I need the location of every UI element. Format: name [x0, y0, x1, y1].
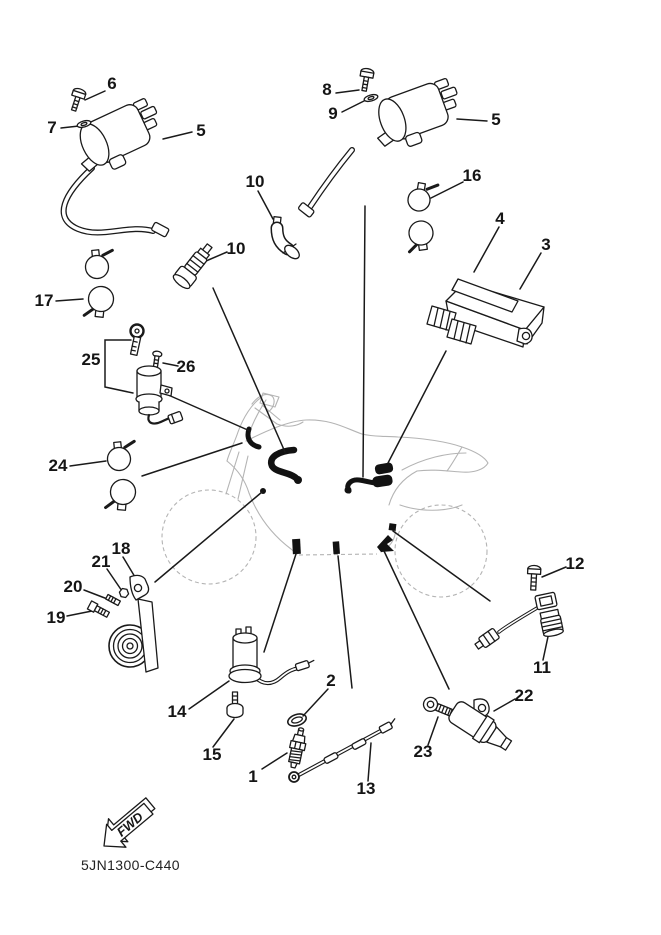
lead-wire-13 — [288, 718, 396, 783]
callout-10: 10 — [226, 239, 246, 258]
callout-22: 22 — [514, 686, 534, 705]
plug-gasket-2 — [287, 713, 307, 727]
diagram-code: 5JN1300-C440 — [81, 857, 180, 873]
callout-1: 1 — [248, 767, 258, 786]
coil-screw-6 — [70, 87, 87, 112]
callout-leader-lines — [55, 89, 567, 782]
switch-position-mark — [332, 541, 340, 555]
callout-3: 3 — [541, 235, 551, 254]
front-wheel-outline — [161, 489, 257, 585]
callout-15: 15 — [202, 745, 222, 764]
speed-sensor-position-mark — [388, 523, 397, 532]
cdi-unit — [426, 278, 545, 348]
position-leader-lines — [141, 205, 491, 690]
speed-sensor-11 — [474, 591, 564, 650]
callout-23: 23 — [413, 742, 433, 761]
horn-nut-21 — [118, 587, 130, 599]
spark-plug-1 — [288, 727, 307, 769]
horn-washer-20 — [104, 593, 122, 607]
sensor-position-mark — [377, 535, 394, 552]
horn-assembly — [86, 574, 159, 673]
coil-washer-7 — [76, 119, 92, 129]
sensor-bolt-23 — [422, 696, 453, 717]
callout-16: 16 — [462, 166, 482, 185]
callout-17: 17 — [34, 291, 54, 310]
cdi-position-mark — [374, 462, 394, 475]
callout-2: 2 — [326, 671, 336, 690]
spark-plug-cap-elbow — [270, 216, 300, 260]
callout-24: 24 — [48, 456, 68, 475]
callout-20: 20 — [63, 577, 83, 596]
clamp-17 — [82, 248, 115, 318]
solenoid-position-mark — [292, 538, 301, 555]
plug-lead-tip — [151, 221, 170, 238]
callout-18: 18 — [111, 539, 131, 558]
horn-bolt-19 — [86, 600, 111, 618]
sensor-screw-12 — [526, 564, 542, 591]
ignition-coil-right — [298, 78, 458, 218]
callout-6: 6 — [107, 74, 117, 93]
fwd-arrow: FWD — [103, 797, 156, 848]
plug-lead-tip — [298, 202, 315, 218]
callout-4: 4 — [495, 209, 505, 228]
spark-plug-cap-straight — [172, 243, 213, 290]
callout-5: 5 — [491, 110, 501, 129]
callout-26: 26 — [176, 357, 196, 376]
callout-14: 14 — [167, 702, 187, 721]
callout-13: 13 — [356, 779, 376, 798]
clamp-16 — [407, 182, 440, 254]
callout-11: 11 — [533, 658, 551, 677]
rear-wheel-outline — [394, 504, 488, 598]
callout-7: 7 — [47, 118, 57, 137]
callout-5: 5 — [196, 121, 206, 140]
harness-position-markers — [245, 426, 397, 555]
sensor-22 — [448, 698, 513, 751]
main-switch-assembly — [129, 323, 184, 425]
clamp-24 — [104, 439, 137, 511]
coil-screw-8 — [359, 67, 375, 92]
relay-bolt-15 — [226, 691, 244, 719]
headstock-harness-mark — [245, 426, 262, 450]
callout-21: 21 — [91, 552, 111, 571]
callout-12: 12 — [565, 554, 585, 573]
ignition-coil-left — [60, 98, 170, 238]
callout-10: 10 — [245, 172, 265, 191]
horn-bracket — [137, 598, 159, 673]
mirror-outline — [259, 392, 280, 408]
coil-washer-9 — [363, 93, 379, 103]
motorcycle-silhouette — [161, 392, 489, 598]
callout-8: 8 — [322, 80, 332, 99]
front-harness-mark — [267, 446, 301, 483]
lock-cylinder — [135, 365, 184, 425]
callout-19: 19 — [46, 608, 66, 627]
callout-9: 9 — [328, 104, 338, 123]
callout-25: 25 — [81, 350, 101, 369]
relay-assembly-14 — [226, 626, 315, 719]
